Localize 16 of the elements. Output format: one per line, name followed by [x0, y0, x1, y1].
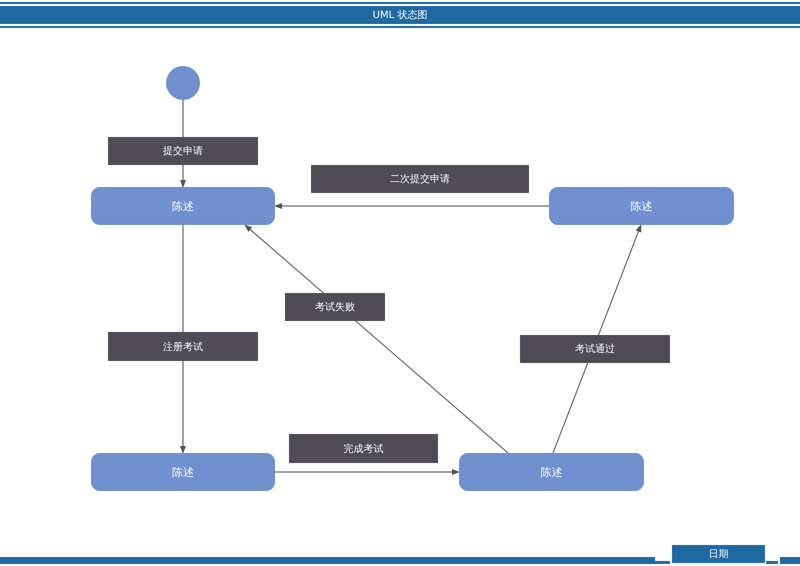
title: UML 状态图 [372, 8, 428, 22]
state-box: 陈述 [459, 453, 644, 491]
edge-label: 考试通过 [520, 335, 670, 363]
edge-label: 二次提交申请 [311, 165, 529, 193]
edge-label: 完成考试 [289, 434, 438, 463]
edge-label: 考试失败 [285, 293, 385, 321]
state-box: 陈述 [91, 187, 275, 225]
edge-label: 注册考试 [108, 332, 258, 361]
initial-state-circle [166, 66, 200, 100]
arrow [274, 469, 460, 475]
arrow [552, 224, 642, 454]
state-box: 陈述 [91, 453, 275, 491]
edge-label: 提交申请 [108, 137, 258, 165]
arrow [274, 203, 550, 209]
state-box: 陈述 [549, 187, 734, 225]
footer-tab: 日期 [672, 545, 765, 563]
